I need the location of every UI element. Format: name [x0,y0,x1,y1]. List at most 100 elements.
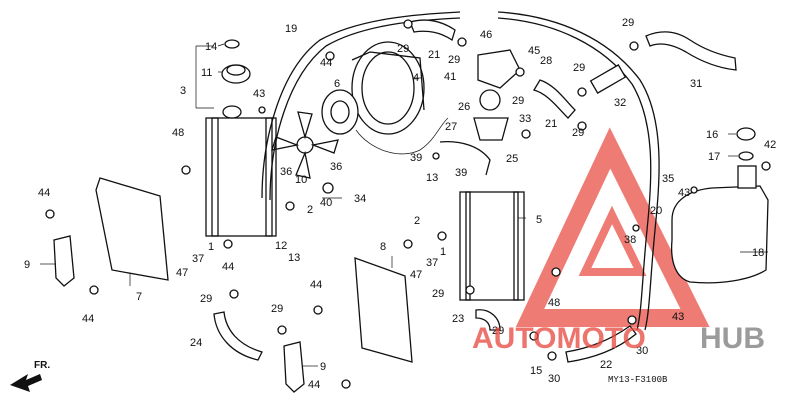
hose-31 [645,31,737,71]
callout-29-e: 29 [572,127,584,139]
front-label: FR. [34,360,50,371]
callout-41: 41 [444,71,456,83]
callout-5: 5 [536,214,542,226]
callout-1-a: 1 [208,241,214,253]
callout-19: 19 [285,23,297,35]
thermostat-housing [473,49,521,141]
callout-44-e: 44 [310,279,322,291]
callout-34: 34 [354,193,366,205]
callout-37-a: 37 [192,253,204,265]
callout-21-a: 21 [428,49,440,61]
left-radiator [205,105,277,237]
callout-43-b: 43 [672,311,684,323]
callout-26: 26 [458,101,470,113]
hose-24 [213,311,263,361]
callout-16: 16 [706,129,718,141]
callout-20: 20 [650,205,662,217]
callout-11: 11 [201,67,212,79]
callout-43-a: 43 [253,88,265,100]
callout-37-b: 37 [426,257,438,269]
fasteners [45,19,771,389]
callout-22: 22 [600,359,612,371]
callout-27: 27 [445,121,457,133]
callout-42: 42 [764,139,776,151]
callout-14: 14 [205,41,217,53]
fan-motor [321,89,449,155]
front-arrow: FR. [10,360,50,392]
hose-long-right [497,11,660,331]
callout-39-b: 39 [455,167,467,179]
right-radiator [459,191,525,301]
callout-29-j: 29 [492,325,504,337]
callout-3: 3 [180,85,186,97]
fan-shroud [351,41,425,135]
watermark-part1: AUTOMOTO [472,322,646,355]
callout-31: 31 [690,78,702,90]
callout-43-c: 43 [678,187,690,199]
left-grill [95,177,169,281]
callout-38: 38 [624,234,636,246]
callout-15: 15 [530,365,542,377]
callout-30-b: 30 [636,345,648,357]
callout-44-c: 44 [222,261,234,273]
callout-44-a: 44 [38,187,50,199]
reserve-tank [670,127,769,284]
pipe-32 [589,64,627,94]
callout-29-a: 29 [397,43,409,55]
callout-2-b: 2 [414,215,420,227]
callout-46: 46 [480,29,492,41]
callout-45: 45 [528,45,540,57]
callout-44-f: 44 [308,379,320,391]
watermark-logo [515,127,710,327]
right-grill [354,257,413,363]
hose-21-right [533,79,576,119]
callout-36-b: 36 [330,161,342,173]
callout-44-d: 44 [320,57,332,69]
callout-13-a: 13 [288,252,300,264]
callout-29-g: 29 [432,288,444,300]
callout-17: 17 [708,151,720,163]
hose-21-top [409,19,456,42]
callout-6: 6 [334,78,340,90]
callout-8: 8 [380,241,386,253]
bracket-9-bottom [283,341,305,393]
callout-48-a: 48 [172,127,184,139]
callout-7: 7 [136,291,142,303]
callout-4: 4 [413,72,419,84]
callout-35: 35 [662,173,674,185]
hose-19 [261,11,461,199]
hose-22 [565,325,637,363]
hose-23 [475,309,501,331]
callout-39-a: 39 [410,152,422,164]
callout-29-f: 29 [622,17,634,29]
callout-labels: 14 11 3 43 48 44 9 44 7 47 37 1 44 19 44… [24,17,776,391]
callout-29-c: 29 [512,95,524,107]
callout-23: 23 [452,313,464,325]
callout-29-d: 29 [573,62,585,74]
radiator-cap [221,39,251,84]
callout-29-h: 29 [200,293,212,305]
pipe-25 [439,140,491,176]
callout-44-b: 44 [82,313,94,325]
bracket-9-left [53,235,75,287]
callout-25: 25 [506,153,518,165]
callout-21-b: 21 [545,118,557,130]
callout-10: 10 [295,174,307,186]
callout-30-a: 30 [548,373,560,385]
callout-40: 40 [320,197,332,209]
callout-47-a: 47 [176,267,188,279]
callout-9-b: 9 [320,361,326,373]
callout-12: 12 [275,240,287,252]
callout-29-i: 29 [271,303,283,315]
diagram-code: MY13-F3100B [608,375,668,385]
callout-32: 32 [614,97,626,109]
callout-36-a: 36 [280,166,292,178]
callout-28: 28 [540,55,552,67]
callout-47-b: 47 [410,269,422,281]
watermark-part2: HUB [700,322,765,355]
callout-13-b: 13 [426,172,438,184]
callout-48-b: 48 [548,297,560,309]
callout-1-b: 1 [440,246,446,258]
callout-9-a: 9 [24,259,30,271]
